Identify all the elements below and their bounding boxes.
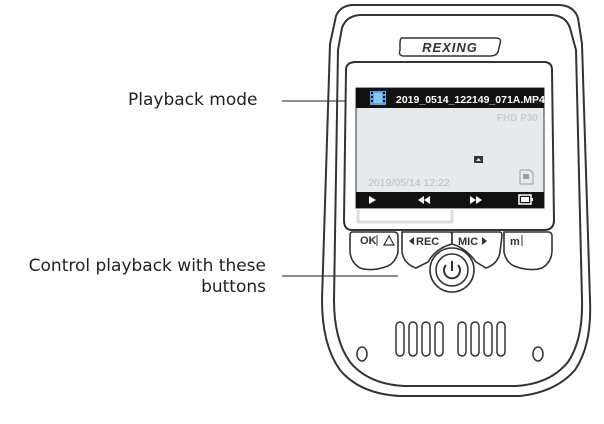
- warning-icon: [382, 234, 396, 246]
- rec-left-arrow-icon: [409, 237, 414, 245]
- screen-resolution: FHD P30: [497, 113, 539, 124]
- battery-icon: [518, 194, 533, 205]
- playback-mode-label: Playback mode: [128, 90, 258, 110]
- control-bar: [356, 192, 544, 208]
- screen-filename: 2019_0514_122149_071A.MP4: [396, 94, 545, 106]
- rec-button-label: REC: [416, 236, 439, 248]
- menu-button[interactable]: [503, 231, 553, 271]
- play-icon: [369, 196, 376, 204]
- fast-forward-icon: [470, 196, 482, 204]
- brand-logo: REXING: [422, 40, 478, 55]
- menu-button-label: m: [510, 236, 520, 248]
- power-icon: [443, 261, 461, 280]
- mic-button-label: MIC: [458, 236, 478, 248]
- screen-display: 2019_0514_122149_071A.MP4 FHD P30 2019/0…: [355, 87, 545, 209]
- film-icon: [370, 91, 386, 105]
- control-playback-label-line2: buttons: [201, 277, 266, 297]
- mic-right-arrow-icon: [482, 237, 487, 245]
- rewind-icon: [418, 196, 430, 204]
- control-playback-label-line1: Control playback with these: [28, 256, 266, 276]
- brand-plate: REXING: [398, 37, 502, 57]
- control-playback-label: Control playback with these buttons: [10, 256, 266, 298]
- screen-datetime: 2019/05/14 12:22: [368, 177, 450, 189]
- mic-button[interactable]: [451, 231, 503, 269]
- ok-button-label: OK: [360, 235, 377, 247]
- dashcam-body: [320, 4, 592, 397]
- speaker-grill: [395, 321, 506, 357]
- filename-bar: [356, 88, 544, 108]
- sd-card-icon: [519, 169, 534, 185]
- side-dimples: [356, 346, 544, 362]
- controls-highlight-bracket: [356, 210, 454, 224]
